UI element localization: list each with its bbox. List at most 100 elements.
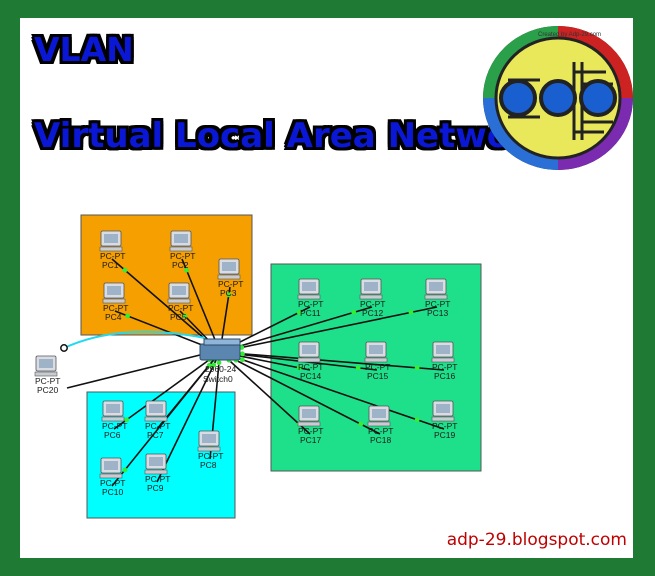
pc-base xyxy=(167,298,191,304)
switch-model-label: 2960-24 xyxy=(205,364,236,374)
link-line xyxy=(219,351,445,371)
pc-screen xyxy=(436,345,450,354)
link-up-indicator xyxy=(414,417,420,423)
pc-base xyxy=(99,246,123,252)
link-up-indicator xyxy=(414,365,420,371)
link-up-indicator xyxy=(355,365,361,371)
console-cable xyxy=(63,330,206,349)
pc-screen xyxy=(106,404,120,413)
pc-base xyxy=(431,416,455,422)
link-up-indicator xyxy=(408,310,414,315)
pc-name-label: PC9 xyxy=(147,483,164,493)
pc-name-label: PC16 xyxy=(434,371,456,381)
pc-base xyxy=(169,246,193,252)
link-up-indicator xyxy=(240,351,245,357)
link-up-indicator xyxy=(122,267,128,273)
pc-base xyxy=(424,294,448,300)
pc-name-label: PC13 xyxy=(427,308,449,318)
switch-name-label: Switch0 xyxy=(203,374,233,384)
link-up-indicator xyxy=(182,313,188,319)
pc-screen xyxy=(372,409,386,418)
link-up-indicator xyxy=(358,421,364,427)
pc-name-label: PC14 xyxy=(300,371,322,381)
pc-type-label: PC-PT xyxy=(360,299,386,309)
pc-type-label: PC-PT xyxy=(425,299,451,309)
pc-type-label: PC-PT xyxy=(298,362,324,372)
pc-type-label: PC-PT xyxy=(365,362,391,372)
link-line xyxy=(219,351,381,435)
pc-type-label: PC-PT xyxy=(298,426,324,436)
link-up-indicator xyxy=(240,357,245,363)
pc-screen xyxy=(39,359,53,368)
pc-type-label: PC-PT xyxy=(198,451,224,461)
pc-name-label: PC4 xyxy=(105,312,122,322)
link-up-indicator xyxy=(125,313,130,319)
link-up-indicator xyxy=(184,267,189,273)
pc-name-label: PC3 xyxy=(220,288,237,298)
pc-name-label: PC19 xyxy=(434,430,456,440)
footer-url[interactable]: adp-29.blogspot.com xyxy=(446,530,627,550)
pc-base xyxy=(297,357,321,363)
pc-screen xyxy=(302,409,316,418)
pc-type-label: PC-PT xyxy=(102,421,128,431)
pc-name-label: PC20 xyxy=(37,385,59,395)
switch-icon[interactable] xyxy=(199,338,241,361)
pc-base xyxy=(297,421,321,427)
logo-ring-text: Created by Adp-29.com xyxy=(538,32,601,38)
pc-screen xyxy=(172,286,186,295)
pc-base xyxy=(99,473,123,479)
pc-name-label: PC17 xyxy=(300,435,322,445)
pc-base xyxy=(102,298,126,304)
pc-type-label: PC-PT xyxy=(145,474,171,484)
pc-base xyxy=(297,294,321,300)
pc-name-label: PC5 xyxy=(170,312,187,322)
pc-type-label: PC-PT xyxy=(218,279,244,289)
page-subtitle: Virtual Local Area Network xyxy=(34,116,550,156)
link-up-indicator xyxy=(206,363,212,368)
pc-base xyxy=(144,469,168,475)
pc-screen xyxy=(302,282,316,291)
pc-name-label: PC6 xyxy=(104,430,121,440)
pc-screen xyxy=(202,434,216,443)
pc-screen xyxy=(429,282,443,291)
pc-name-label: PC1 xyxy=(102,260,119,270)
pc-screen xyxy=(369,345,383,354)
link-up-indicator xyxy=(122,467,128,473)
pc-screen xyxy=(174,234,188,243)
link-line xyxy=(219,351,445,430)
pc-base xyxy=(217,274,241,280)
link-line xyxy=(156,351,221,483)
link-up-indicator xyxy=(211,362,217,368)
pc-screen xyxy=(436,404,450,413)
pc-screen xyxy=(149,404,163,413)
link-line xyxy=(181,258,221,353)
pc-name-label: PC10 xyxy=(102,487,124,497)
pc-base xyxy=(367,421,391,427)
pc-name-label: PC7 xyxy=(147,430,164,440)
pc-type-label: PC-PT xyxy=(168,303,194,313)
link-up-indicator xyxy=(351,310,357,315)
pc-type-label: PC-PT xyxy=(170,251,196,261)
pc-screen xyxy=(222,262,236,271)
